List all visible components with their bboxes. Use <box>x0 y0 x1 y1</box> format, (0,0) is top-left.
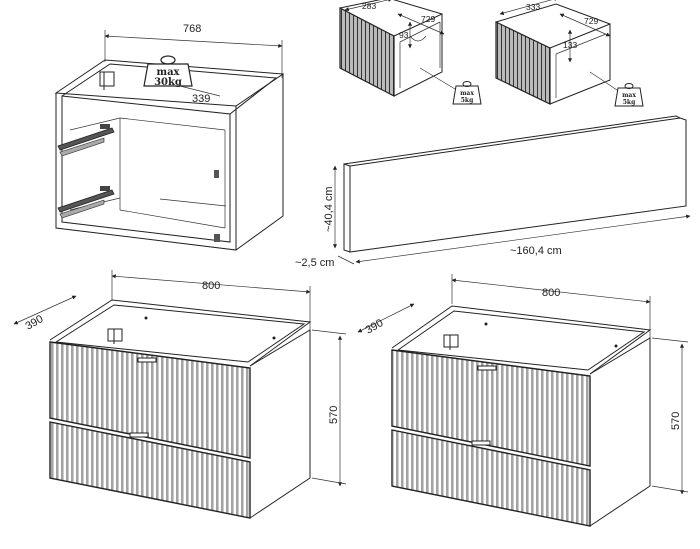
cabinet-left-drawing: 800 390 570 <box>13 270 347 519</box>
cabinet-left-width-label: 800 <box>202 280 220 292</box>
drawer-slide-upper <box>57 124 115 157</box>
carcass-width-dimension-line <box>104 34 283 48</box>
cabinet-right-bottom-drawer <box>391 429 591 527</box>
cabinet-right-width-label: 800 <box>542 287 560 299</box>
cabinet-left-top-drawer <box>49 341 251 459</box>
cabinet-right-top-handle <box>477 365 497 371</box>
drawer-top-drawing: 283 729 93 max 5kg <box>339 0 482 105</box>
drawer-slide-lower <box>57 186 115 219</box>
cabinet-right-top-drawer <box>391 349 591 467</box>
drawer-top-badge-line2: 5kg <box>461 97 474 104</box>
panel-height-label: ~40,4 cm <box>323 186 335 232</box>
drawer-top-height-label: 93 <box>399 30 409 40</box>
cabinet-left-height-label: 570 <box>328 406 340 424</box>
cabinet-left-top-handle <box>137 357 157 363</box>
cabinet-right-height-label: 570 <box>670 412 682 430</box>
drawer-bottom-depth-label: 729 <box>584 16 598 26</box>
cabinet-left-depth-label: 390 <box>24 313 46 333</box>
cabinet-right-bottom-handle <box>471 440 491 446</box>
panel-length-label: ~160,4 cm <box>510 245 562 257</box>
drawer-top-badge-line1: max <box>460 90 474 97</box>
drawer-top-width-label: 283 <box>362 1 376 11</box>
carcass-depth-dimension-line <box>179 85 221 97</box>
carcass-width-label: 768 <box>183 23 201 35</box>
drawer-bottom-drawing: 333 729 133 max 5kg <box>495 0 644 107</box>
panel-thickness-label: ~2,5 cm <box>295 257 334 269</box>
drawer-bottom-badge-line1: max <box>622 92 636 99</box>
max-load-badge: max 30kg <box>143 55 193 88</box>
cabinet-left-bottom-handle <box>129 432 149 438</box>
max-load-line2: 30kg <box>154 77 182 88</box>
cabinet-right-drawing: 800 390 570 <box>357 274 689 527</box>
drawer-top-depth-label: 729 <box>421 14 435 24</box>
cabinet-left-bottom-drawer <box>49 421 251 519</box>
drawer-bottom-badge-line2: 5kg <box>623 99 636 106</box>
drawer-bottom-load-badge: max 5kg <box>614 83 644 107</box>
carcass-drawing: 768 max 30 <box>54 23 285 251</box>
panel-drawing: ~40,4 cm ~2,5 cm ~160,4 cm <box>295 115 691 269</box>
drawer-bottom-width-label: 333 <box>526 2 540 12</box>
max-load-line1: max <box>156 67 180 78</box>
drawer-bottom-height-label: 133 <box>563 40 577 50</box>
drawer-top-load-badge: max 5kg <box>452 81 482 105</box>
carcass-depth-label: 339 <box>192 93 210 105</box>
